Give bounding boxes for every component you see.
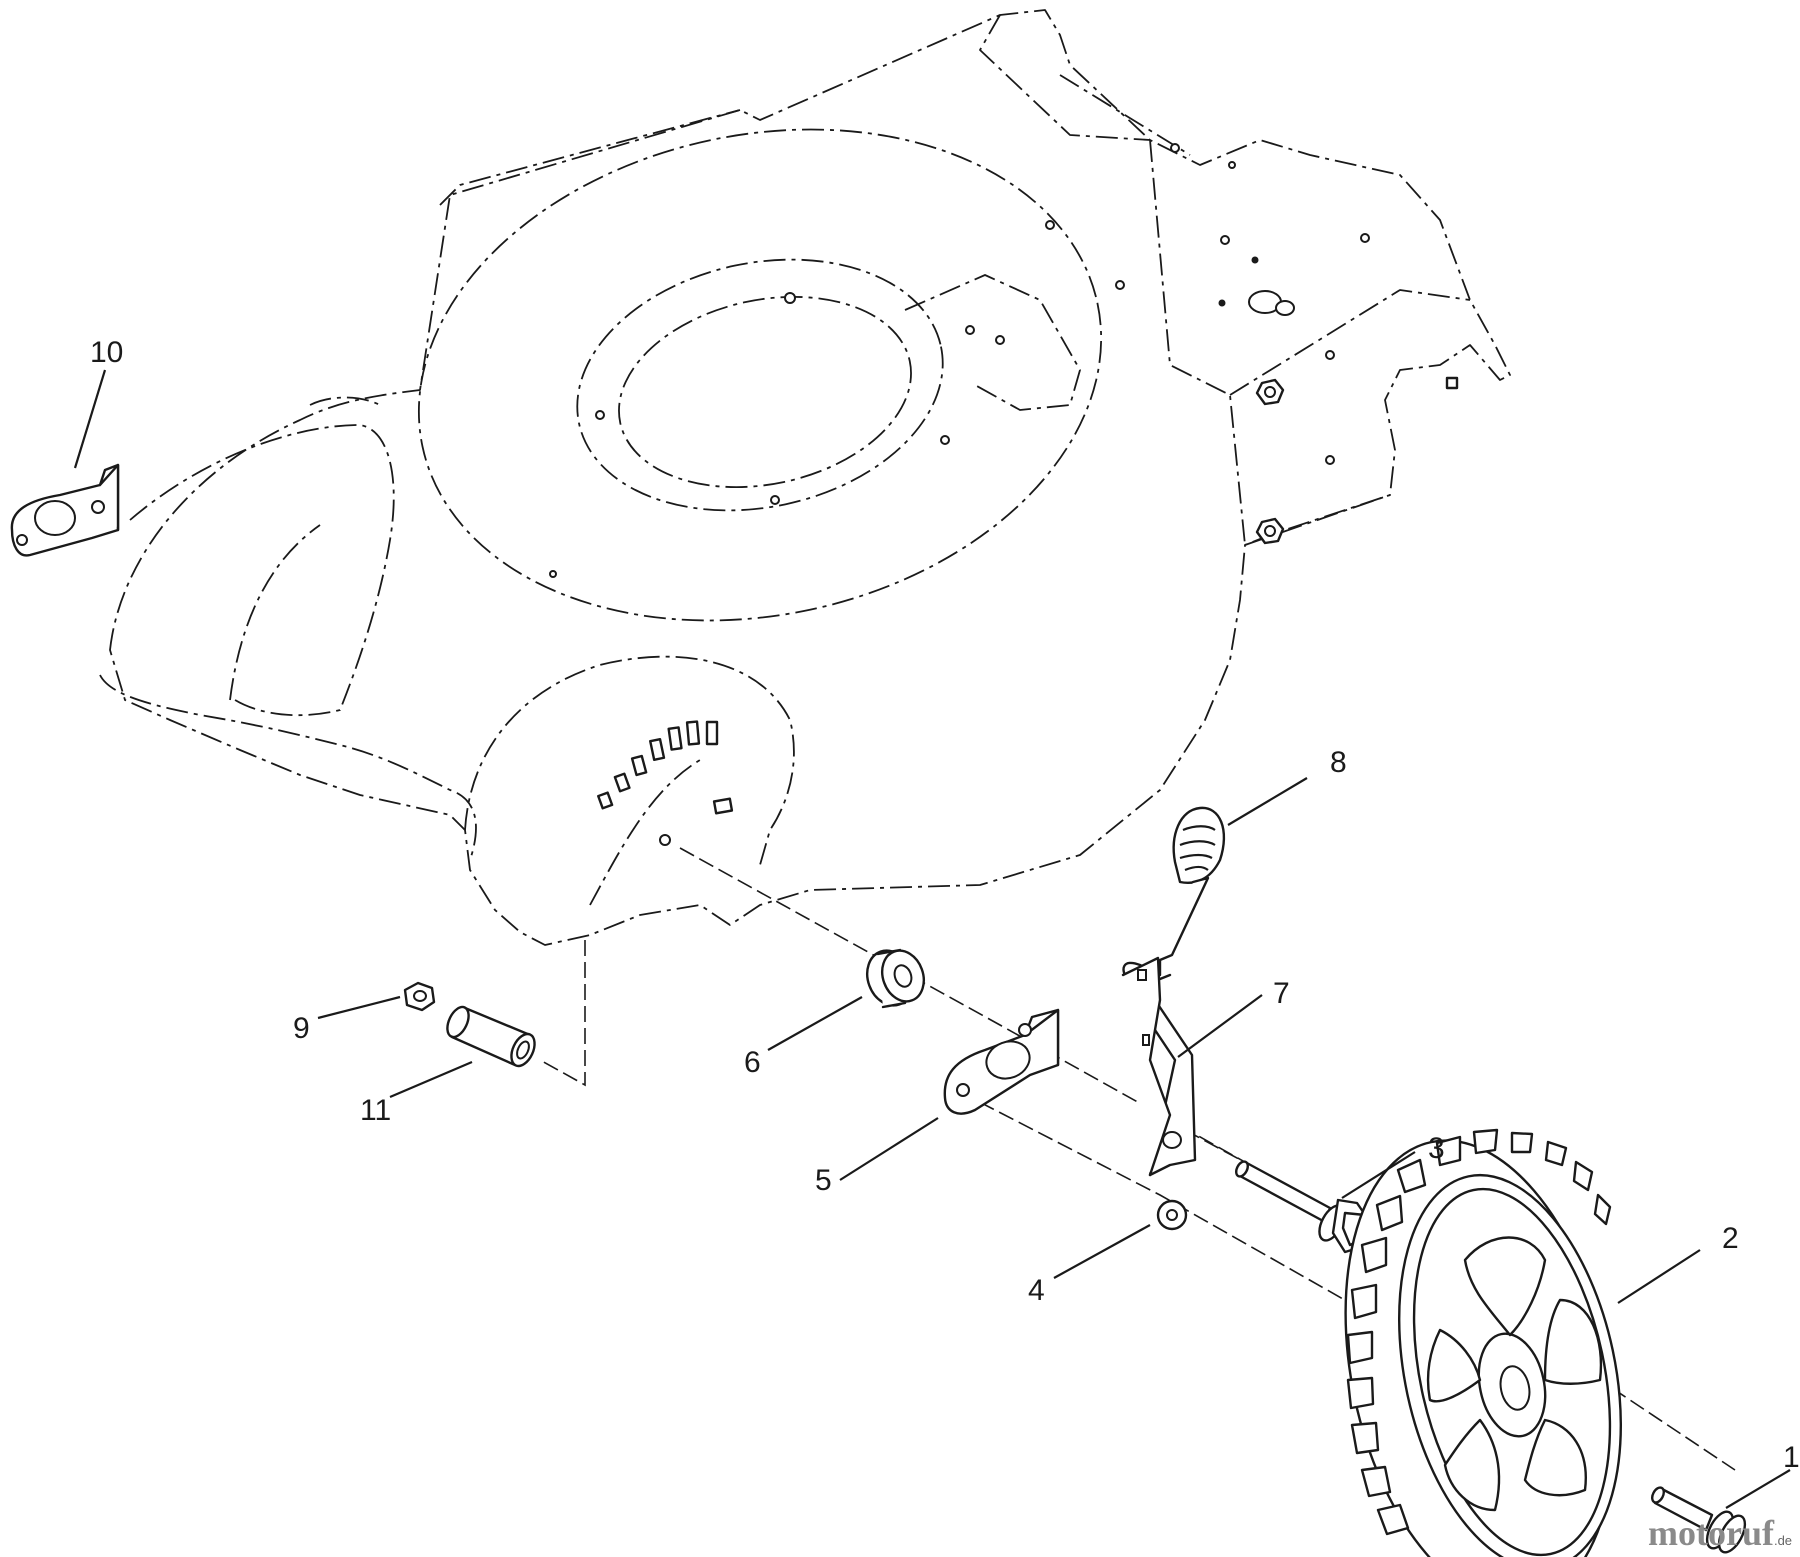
handle-grip: [1172, 806, 1226, 884]
wheel: [1344, 1128, 1623, 1557]
watermark-text: motoruf: [1648, 1513, 1774, 1553]
callout-3: 3: [1428, 1132, 1445, 1165]
callout-10: 10: [90, 336, 123, 369]
callout-labels: 1 2 3 4 5 6 7 8 9 10 11: [90, 336, 1800, 1474]
callout-7: 7: [1273, 977, 1290, 1010]
callout-4: 4: [1028, 1274, 1045, 1307]
watermark-suffix: .de: [1773, 1533, 1793, 1548]
deck-bolt-upper: [1255, 378, 1285, 406]
washer: [1156, 1199, 1188, 1231]
wheel-hub: [1426, 1236, 1603, 1512]
assembly-axis-axle: [1184, 1129, 1251, 1166]
shoulder-bolt: [1235, 1160, 1372, 1254]
callout-6: 6: [744, 1046, 761, 1079]
assembly-axis-rear: [959, 1091, 1381, 1321]
height-adjuster-bracket-upper: [10, 463, 120, 557]
bushing: [866, 948, 925, 1009]
callout-11: 11: [360, 1094, 391, 1127]
spacer-tube: [446, 1005, 536, 1068]
height-adjuster-bracket-front: [943, 1008, 1060, 1115]
deck-bolt-lower: [1255, 517, 1285, 545]
lock-nut: [403, 981, 436, 1012]
leader-lines: [73, 369, 1791, 1509]
wheel-tread: [1346, 1128, 1612, 1536]
callout-2: 2: [1722, 1222, 1739, 1255]
watermark-logo: motoruf.de: [1648, 1512, 1792, 1554]
callout-5: 5: [815, 1164, 832, 1197]
mower-deck: [99, 9, 1511, 1087]
height-adjust-lever: [1121, 876, 1210, 1177]
callout-1: 1: [1783, 1441, 1800, 1474]
height-adjust-slots: [597, 720, 734, 815]
callout-8: 8: [1330, 746, 1347, 779]
callout-9: 9: [293, 1012, 310, 1045]
axle-bolt: [1651, 1486, 1747, 1554]
